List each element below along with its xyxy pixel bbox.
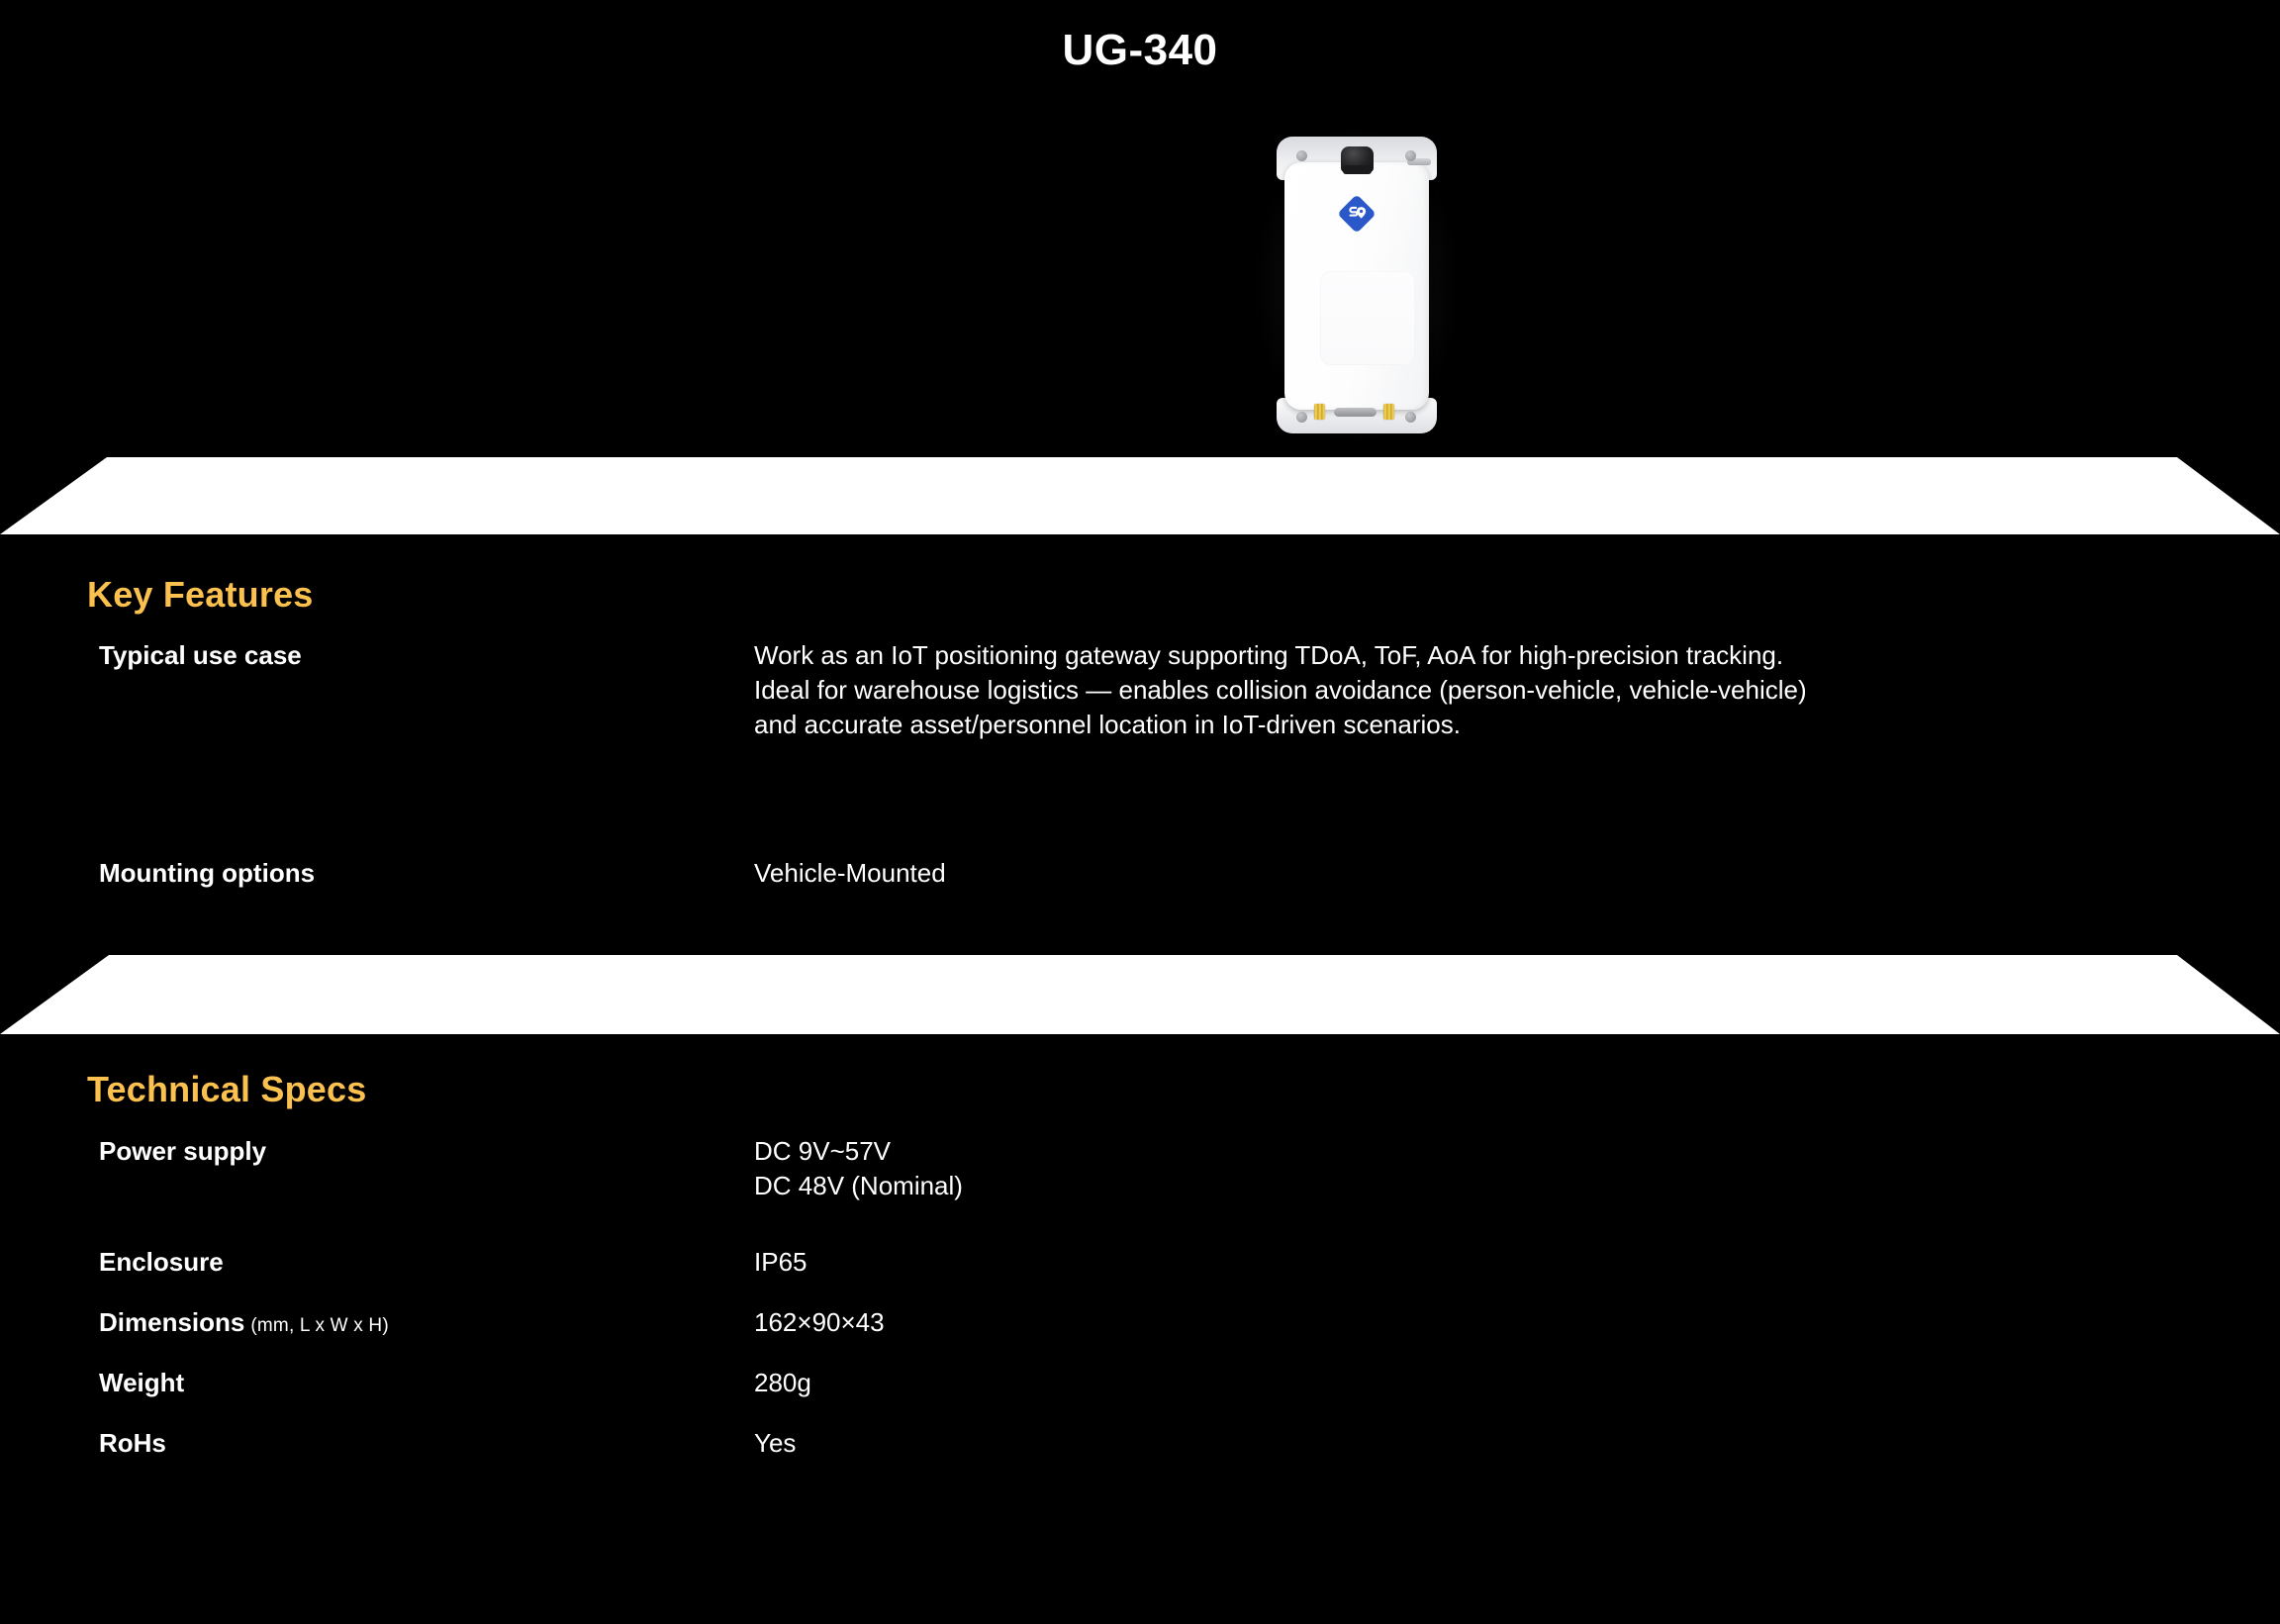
row-label: Weight: [99, 1366, 754, 1400]
row-label-text: Power supply: [99, 1136, 267, 1166]
row-value: Vehicle-Mounted: [754, 856, 2159, 891]
row-label-sublabel: (mm, L x W x H): [250, 1315, 389, 1337]
table-row: Power supply DC 9V~57V DC 48V (Nominal): [0, 1134, 2280, 1203]
technical-specs-table: Power supply DC 9V~57V DC 48V (Nominal) …: [0, 1130, 2280, 1462]
product-hero: UG-340: [0, 0, 2280, 455]
row-label-text: RoHs: [99, 1428, 166, 1459]
table-row: RoHs Yes: [0, 1426, 2280, 1461]
section-heading-technical-specs: Technical Specs: [87, 1069, 367, 1109]
table-row: Enclosure IP65: [0, 1245, 2280, 1280]
row-value-line: IP65: [754, 1247, 808, 1278]
device-port-slot: [1334, 408, 1377, 417]
row-label-text: Weight: [99, 1368, 185, 1398]
section-divider-band: [0, 955, 2280, 1034]
row-label: Mounting options: [99, 856, 754, 891]
row-value-line: DC 9V~57V: [754, 1136, 892, 1166]
table-row: Typical use case Work as an IoT position…: [0, 638, 2280, 742]
section-divider-band: [0, 457, 2280, 534]
row-value-line: 162×90×43: [754, 1307, 885, 1338]
sma-connector-icon: [1383, 404, 1394, 420]
row-label-text: Mounting options: [99, 858, 316, 889]
row-value-line: 280g: [754, 1368, 811, 1398]
table-row: Weight 280g: [0, 1366, 2280, 1400]
row-value: IP65: [754, 1245, 2159, 1280]
screw-icon: [1296, 150, 1307, 161]
row-label: Typical use case: [99, 638, 754, 673]
screw-icon: [1296, 412, 1307, 423]
brand-diamond-logo-icon: [1339, 196, 1375, 232]
dome-antenna-icon: [1341, 146, 1374, 174]
key-features-table: Typical use case Work as an IoT position…: [0, 635, 2280, 891]
row-value: 162×90×43: [754, 1305, 2159, 1340]
row-label: Enclosure: [99, 1245, 754, 1280]
section-heading-key-features: Key Features: [87, 574, 314, 615]
row-value-line: Work as an IoT positioning gateway suppo…: [754, 640, 1784, 670]
row-label: Dimensions(mm, L x W x H): [99, 1305, 754, 1340]
row-value: Yes: [754, 1426, 2159, 1461]
table-row: Mounting options Vehicle-Mounted: [0, 856, 2280, 891]
sma-connector-icon: [1314, 404, 1325, 420]
screw-icon: [1405, 412, 1416, 423]
device-recessed-panel: [1320, 271, 1415, 365]
row-label: Power supply: [99, 1134, 754, 1169]
row-value-line: Yes: [754, 1428, 797, 1459]
row-value-line: Ideal for warehouse logistics — enables …: [754, 675, 1807, 706]
table-row: Dimensions(mm, L x W x H) 162×90×43: [0, 1305, 2280, 1340]
row-value: DC 9V~57V DC 48V (Nominal): [754, 1134, 2159, 1203]
row-value: 280g: [754, 1366, 2159, 1400]
row-value: Work as an IoT positioning gateway suppo…: [754, 638, 2159, 742]
row-label-text: Dimensions: [99, 1307, 245, 1338]
product-device-image: [1257, 129, 1457, 441]
row-value-line: and accurate asset/personnel location in…: [754, 710, 1461, 740]
row-label-text: Enclosure: [99, 1247, 224, 1278]
row-label-text: Typical use case: [99, 640, 302, 670]
device-top-latch: [1407, 158, 1431, 165]
page-title: UG-340: [1062, 26, 1218, 74]
screw-icon: [1405, 150, 1416, 161]
row-value-line: DC 48V (Nominal): [754, 1171, 963, 1201]
row-label: RoHs: [99, 1426, 754, 1461]
row-value-line: Vehicle-Mounted: [754, 858, 946, 889]
